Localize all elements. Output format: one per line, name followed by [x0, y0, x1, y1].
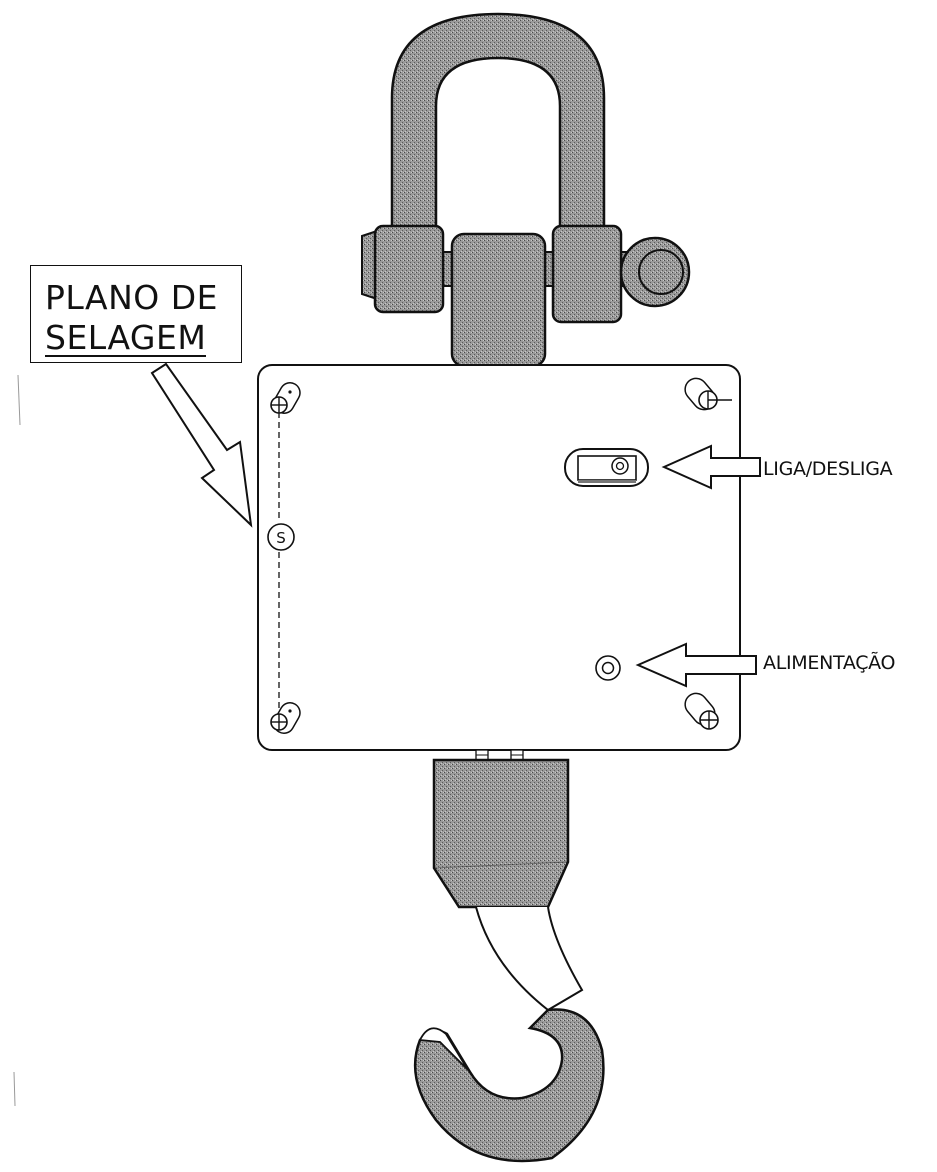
- shackle-nut: [619, 236, 691, 308]
- callout-line-2: SELAGEM: [45, 318, 207, 357]
- arrow-alimentacao: [635, 642, 757, 688]
- power-switch[interactable]: [564, 448, 649, 487]
- callout-line-1: PLANO DE: [45, 278, 219, 317]
- label-alimentacao: ALIMENTAÇÃO: [763, 652, 896, 674]
- body-housing: [257, 364, 741, 751]
- shackle-nut-hole: [638, 249, 684, 295]
- screw-top-right: [684, 377, 732, 411]
- hook-shank: [475, 906, 584, 1012]
- scan-mark: [17, 374, 21, 426]
- screw-bottom-right: [684, 692, 719, 730]
- center-link: [450, 232, 547, 368]
- sealing-plane-callout: PLANO DE SELAGEM: [30, 265, 242, 363]
- screw-top-left: [270, 382, 301, 414]
- callout-arrow: [150, 362, 253, 528]
- shackle-bow: [390, 12, 606, 234]
- hook-tip: [418, 1027, 469, 1071]
- hook-block: [432, 758, 570, 909]
- shackle: [361, 12, 691, 368]
- seal-symbol-letter: S: [276, 529, 286, 547]
- shackle-collar-left: [373, 224, 445, 314]
- hook-assembly: [413, 749, 605, 1163]
- screw-bottom-left: [270, 702, 301, 734]
- scale-body: S: [257, 364, 741, 751]
- seal-symbol: [267, 523, 295, 551]
- arrow-liga-desliga: [661, 444, 761, 490]
- label-liga-desliga: LIGA/DESLIGA: [763, 458, 893, 480]
- shackle-collar-right: [551, 224, 623, 324]
- hook-curve: [413, 1008, 605, 1163]
- power-input-connector[interactable]: [595, 655, 621, 681]
- scan-mark: [13, 1071, 16, 1107]
